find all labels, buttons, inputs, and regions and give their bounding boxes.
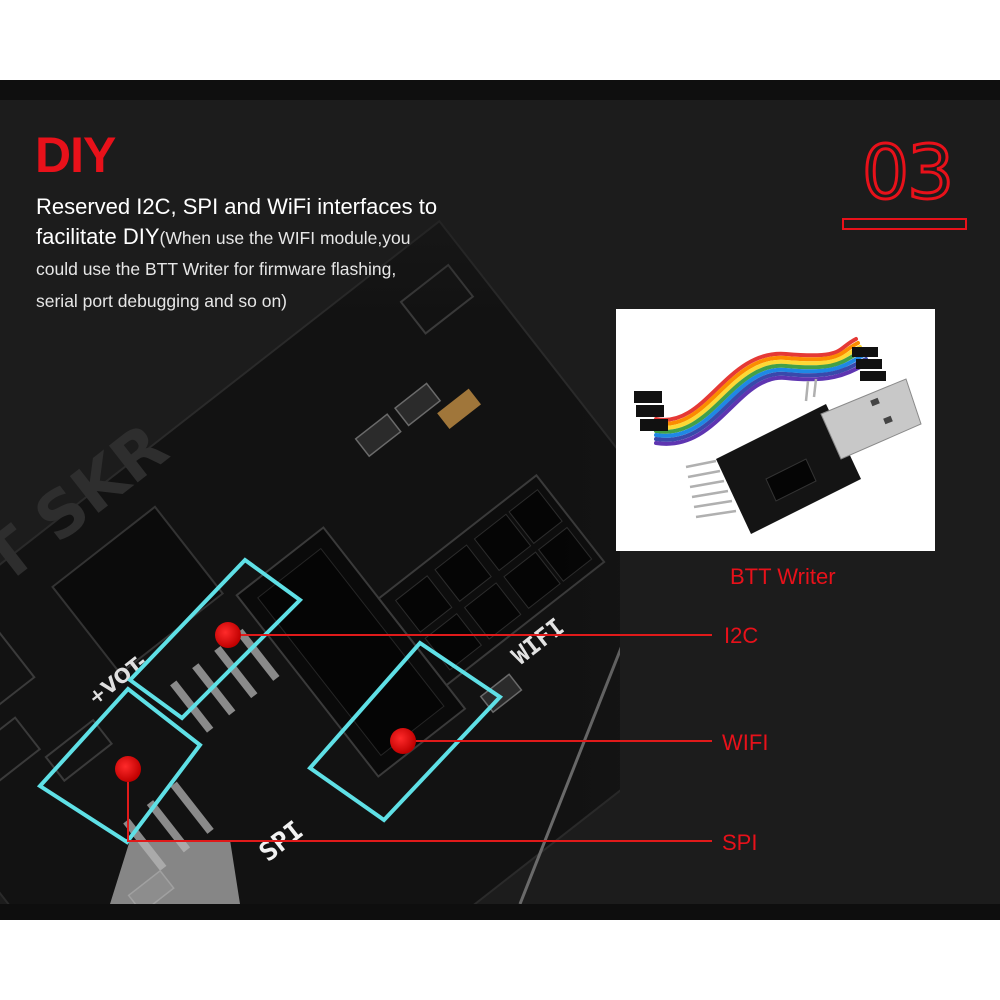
feature-description: Reserved I2C, SPI and WiFi interfaces to… [36, 192, 516, 317]
badge-underline [842, 218, 967, 230]
i2c-marker-dot [215, 622, 241, 648]
section-number-badge: 03 [842, 129, 967, 232]
description-note-2: could use the BTT Writer for firmware fl… [36, 259, 397, 279]
callout-label-spi: SPI [722, 830, 758, 855]
bottom-margin [0, 920, 1000, 1000]
wifi-marker-dot [390, 728, 416, 754]
spi-marker-dot [115, 756, 141, 782]
section-number: 03 [860, 129, 955, 218]
btt-writer-image [616, 309, 935, 551]
btt-writer-caption: BTT Writer [730, 564, 836, 589]
usb-module-icon [634, 337, 922, 534]
top-band [0, 80, 1000, 100]
description-note-1: (When use the WIFI module,you [159, 228, 411, 248]
callout-label-wifi: WIFI [722, 730, 769, 755]
callout-label-i2c: I2C [724, 623, 759, 648]
bottom-band [0, 904, 1000, 920]
page-title: DIY [35, 127, 116, 183]
spi-leader-line [127, 769, 712, 842]
i2c-highlight [126, 557, 304, 721]
top-margin [0, 0, 1000, 80]
feature-panel: BTT SKR +VOT- [0, 100, 1000, 904]
description-note-3: serial port debugging and so on) [36, 291, 288, 311]
description-main: Reserved I2C, SPI and WiFi interfaces to… [36, 194, 438, 249]
wifi-highlight [307, 640, 504, 823]
